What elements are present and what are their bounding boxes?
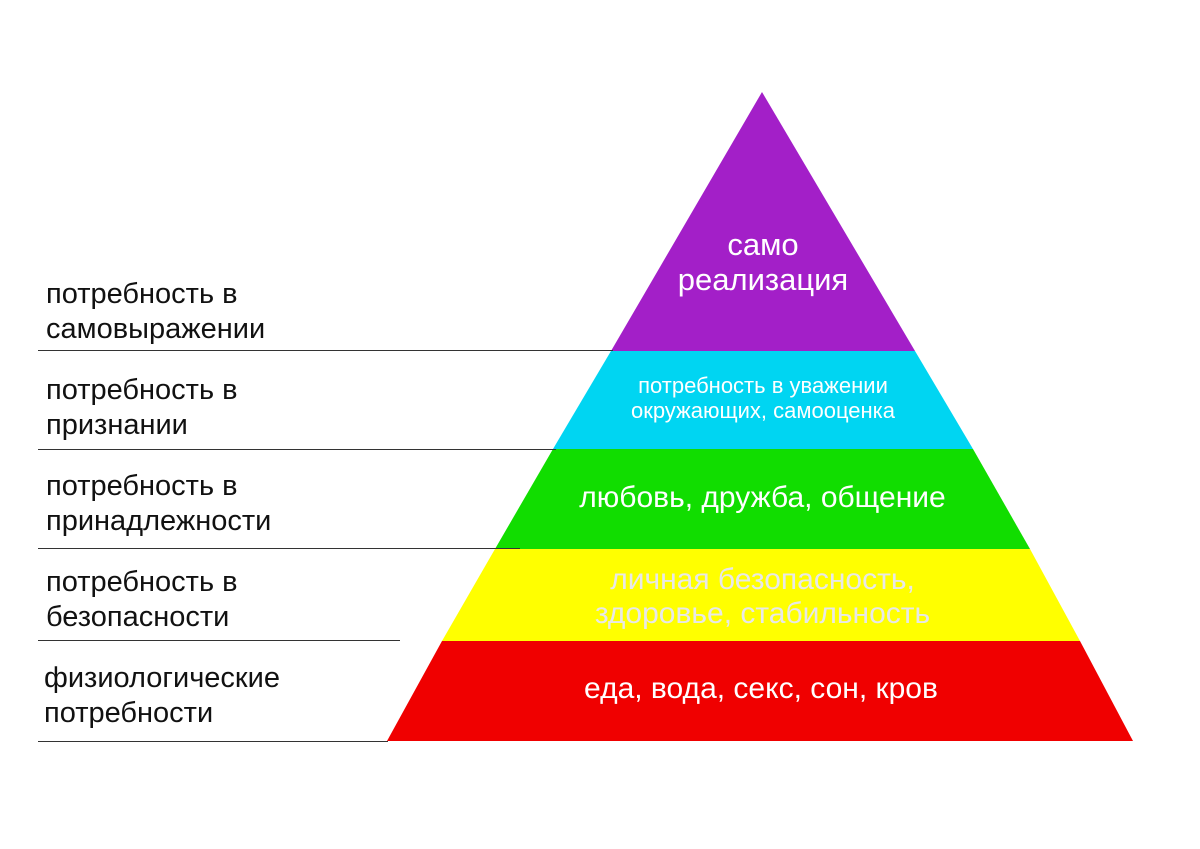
- side-label-physiological: физиологические потребности: [44, 661, 280, 732]
- pyramid-level-safety: [442, 549, 1080, 641]
- side-label-line: потребность в: [46, 470, 238, 502]
- side-divider: [38, 449, 556, 450]
- level-text-line: личная безопасность,: [610, 563, 915, 596]
- level-text-physiological: еда, вода, секс, сон, кров: [442, 672, 1080, 706]
- side-divider: [38, 741, 388, 742]
- pyramid-level-self-actualization: [611, 92, 915, 351]
- level-text-line: реализация: [677, 261, 849, 297]
- level-text-belonging: любовь, дружба, общение: [495, 481, 1030, 515]
- side-label-line: потребность в: [46, 374, 238, 406]
- side-label-line: физиологические: [44, 662, 280, 694]
- level-text-line: потребность в уважении: [638, 373, 888, 398]
- side-label-safety: потребность в безопасности: [46, 565, 238, 636]
- side-divider: [38, 640, 400, 641]
- level-text-line: здоровье, стабильность: [594, 596, 931, 630]
- side-label-line: самовыражении: [46, 313, 266, 346]
- level-text-self-actualization: само реализация: [611, 227, 915, 297]
- side-label-line: потребность в: [46, 278, 238, 310]
- pyramid-level-esteem: [553, 351, 973, 449]
- side-label-line: признании: [46, 409, 188, 442]
- level-text-line: любовь, дружба, общение: [579, 481, 946, 514]
- level-text-line: само: [727, 227, 799, 262]
- side-label-line: безопасности: [46, 601, 230, 634]
- side-divider: [38, 350, 613, 351]
- side-label-line: потребность в: [46, 566, 238, 598]
- level-text-esteem: потребность в уважении окружающих, самоо…: [553, 373, 973, 423]
- side-divider: [38, 548, 520, 549]
- side-label-self-actualization: потребность в самовыражении: [46, 277, 265, 348]
- level-text-safety: личная безопасность, здоровье, стабильно…: [495, 563, 1030, 630]
- pyramid-level-belonging: [495, 449, 1030, 549]
- level-text-line: еда, вода, секс, сон, кров: [584, 672, 938, 705]
- side-label-belonging: потребность в принадлежности: [46, 469, 271, 540]
- pyramid-level-physiological: [387, 641, 1133, 741]
- side-label-line: принадлежности: [46, 505, 272, 538]
- side-label-line: потребности: [44, 697, 214, 730]
- side-label-esteem: потребность в признании: [46, 373, 238, 444]
- level-text-line: окружающих, самооценка: [630, 397, 896, 423]
